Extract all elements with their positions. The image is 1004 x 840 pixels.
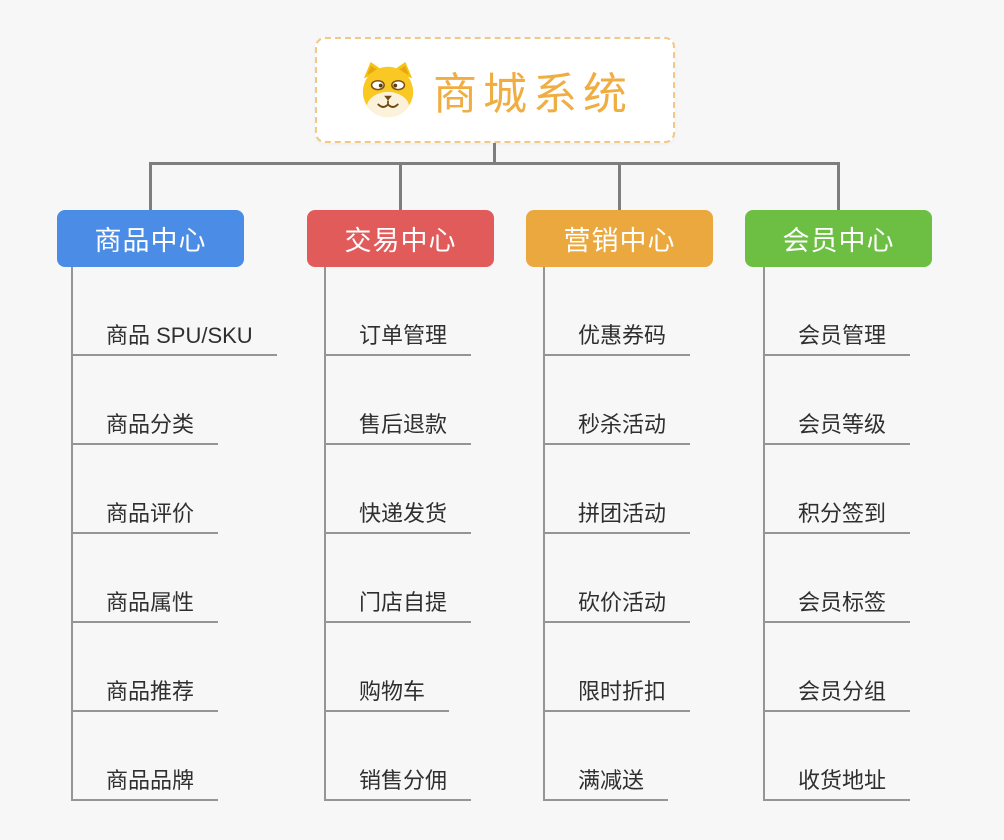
branch-column-trade-center: 交易中心 订单管理 售后退款 快递发货 门店自提 购物车 销售分佣 xyxy=(307,210,494,801)
subtopic-label: 门店自提 xyxy=(359,590,448,615)
subtopic[interactable]: 收货地址 xyxy=(765,712,911,801)
connector-drop-product-center xyxy=(149,162,152,211)
subtopic[interactable]: 售后退款 xyxy=(326,356,472,445)
subtopic[interactable]: 商品品牌 xyxy=(73,712,219,801)
connector-drop-member-center xyxy=(837,162,840,211)
subtopic-list-member-center: 会员管理 会员等级 积分签到 会员标签 会员分组 收货地址 xyxy=(763,267,932,801)
subtopic[interactable]: 商品 SPU/SKU xyxy=(73,267,277,356)
subtopic-label: 快递发货 xyxy=(359,501,448,526)
subtopic[interactable]: 销售分佣 xyxy=(326,712,472,801)
branch-topic-member-center[interactable]: 会员中心 xyxy=(745,210,932,267)
branch-column-member-center: 会员中心 会员管理 会员等级 积分签到 会员标签 会员分组 收货地址 xyxy=(745,210,932,801)
branch-column-marketing-center: 营销中心 优惠券码 秒杀活动 拼团活动 砍价活动 限时折扣 满减送 xyxy=(526,210,713,801)
subtopic-label: 购物车 xyxy=(359,679,426,704)
connector-rail xyxy=(149,162,840,165)
subtopic-label: 商品品牌 xyxy=(106,768,195,793)
subtopic-label: 商品推荐 xyxy=(106,679,195,704)
subtopic-label: 会员等级 xyxy=(798,412,887,437)
subtopic-label: 会员标签 xyxy=(798,590,887,615)
subtopic[interactable]: 商品分类 xyxy=(73,356,219,445)
subtopic[interactable]: 订单管理 xyxy=(326,267,472,356)
connector-drop-trade-center xyxy=(399,162,402,211)
subtopic-label: 积分签到 xyxy=(798,501,887,526)
root-topic[interactable]: 商城系统 xyxy=(315,37,675,143)
subtopic-label: 拼团活动 xyxy=(578,501,667,526)
subtopic[interactable]: 优惠券码 xyxy=(545,267,691,356)
subtopic-label: 商品分类 xyxy=(106,412,195,437)
subtopic-label: 销售分佣 xyxy=(359,768,448,793)
subtopic-label: 砍价活动 xyxy=(578,590,667,615)
subtopic[interactable]: 会员标签 xyxy=(765,534,911,623)
branch-column-product-center: 商品中心 商品 SPU/SKU 商品分类 商品评价 商品属性 商品推荐 商品品牌 xyxy=(57,210,277,801)
subtopic[interactable]: 秒杀活动 xyxy=(545,356,691,445)
branch-topic-product-center[interactable]: 商品中心 xyxy=(57,210,244,267)
subtopic[interactable]: 商品评价 xyxy=(73,445,219,534)
subtopic-label: 商品 SPU/SKU xyxy=(106,323,253,348)
subtopic-label: 商品属性 xyxy=(106,590,195,615)
subtopic-label: 满减送 xyxy=(578,768,645,793)
subtopic[interactable]: 积分签到 xyxy=(765,445,911,534)
subtopic-label: 商品评价 xyxy=(106,501,195,526)
subtopic-label: 订单管理 xyxy=(359,323,448,348)
subtopic[interactable]: 会员管理 xyxy=(765,267,911,356)
subtopic[interactable]: 会员等级 xyxy=(765,356,911,445)
subtopic[interactable]: 商品推荐 xyxy=(73,623,219,712)
subtopic-label: 优惠券码 xyxy=(578,323,667,348)
subtopic[interactable]: 砍价活动 xyxy=(545,534,691,623)
branch-topic-trade-center[interactable]: 交易中心 xyxy=(307,210,494,267)
subtopic-label: 收货地址 xyxy=(798,768,887,793)
subtopic-list-product-center: 商品 SPU/SKU 商品分类 商品评价 商品属性 商品推荐 商品品牌 xyxy=(71,267,277,801)
subtopic-label: 售后退款 xyxy=(359,412,448,437)
subtopic-list-marketing-center: 优惠券码 秒杀活动 拼团活动 砍价活动 限时折扣 满减送 xyxy=(543,267,713,801)
dog-face-icon xyxy=(362,61,414,118)
subtopic[interactable]: 商品属性 xyxy=(73,534,219,623)
branch-topic-marketing-center[interactable]: 营销中心 xyxy=(526,210,713,267)
root-topic-label: 商城系统 xyxy=(433,70,633,119)
subtopic-label: 限时折扣 xyxy=(578,679,667,704)
subtopic[interactable]: 快递发货 xyxy=(326,445,472,534)
subtopic-label: 秒杀活动 xyxy=(578,412,667,437)
subtopic-label: 会员管理 xyxy=(798,323,887,348)
subtopic-list-trade-center: 订单管理 售后退款 快递发货 门店自提 购物车 销售分佣 xyxy=(324,267,494,801)
subtopic[interactable]: 购物车 xyxy=(326,623,450,712)
connector-root-stem xyxy=(493,143,496,164)
connector-drop-marketing-center xyxy=(618,162,621,211)
subtopic-label: 会员分组 xyxy=(798,679,887,704)
subtopic[interactable]: 会员分组 xyxy=(765,623,911,712)
subtopic[interactable]: 门店自提 xyxy=(326,534,472,623)
subtopic[interactable]: 拼团活动 xyxy=(545,445,691,534)
subtopic[interactable]: 满减送 xyxy=(545,712,669,801)
subtopic[interactable]: 限时折扣 xyxy=(545,623,691,712)
